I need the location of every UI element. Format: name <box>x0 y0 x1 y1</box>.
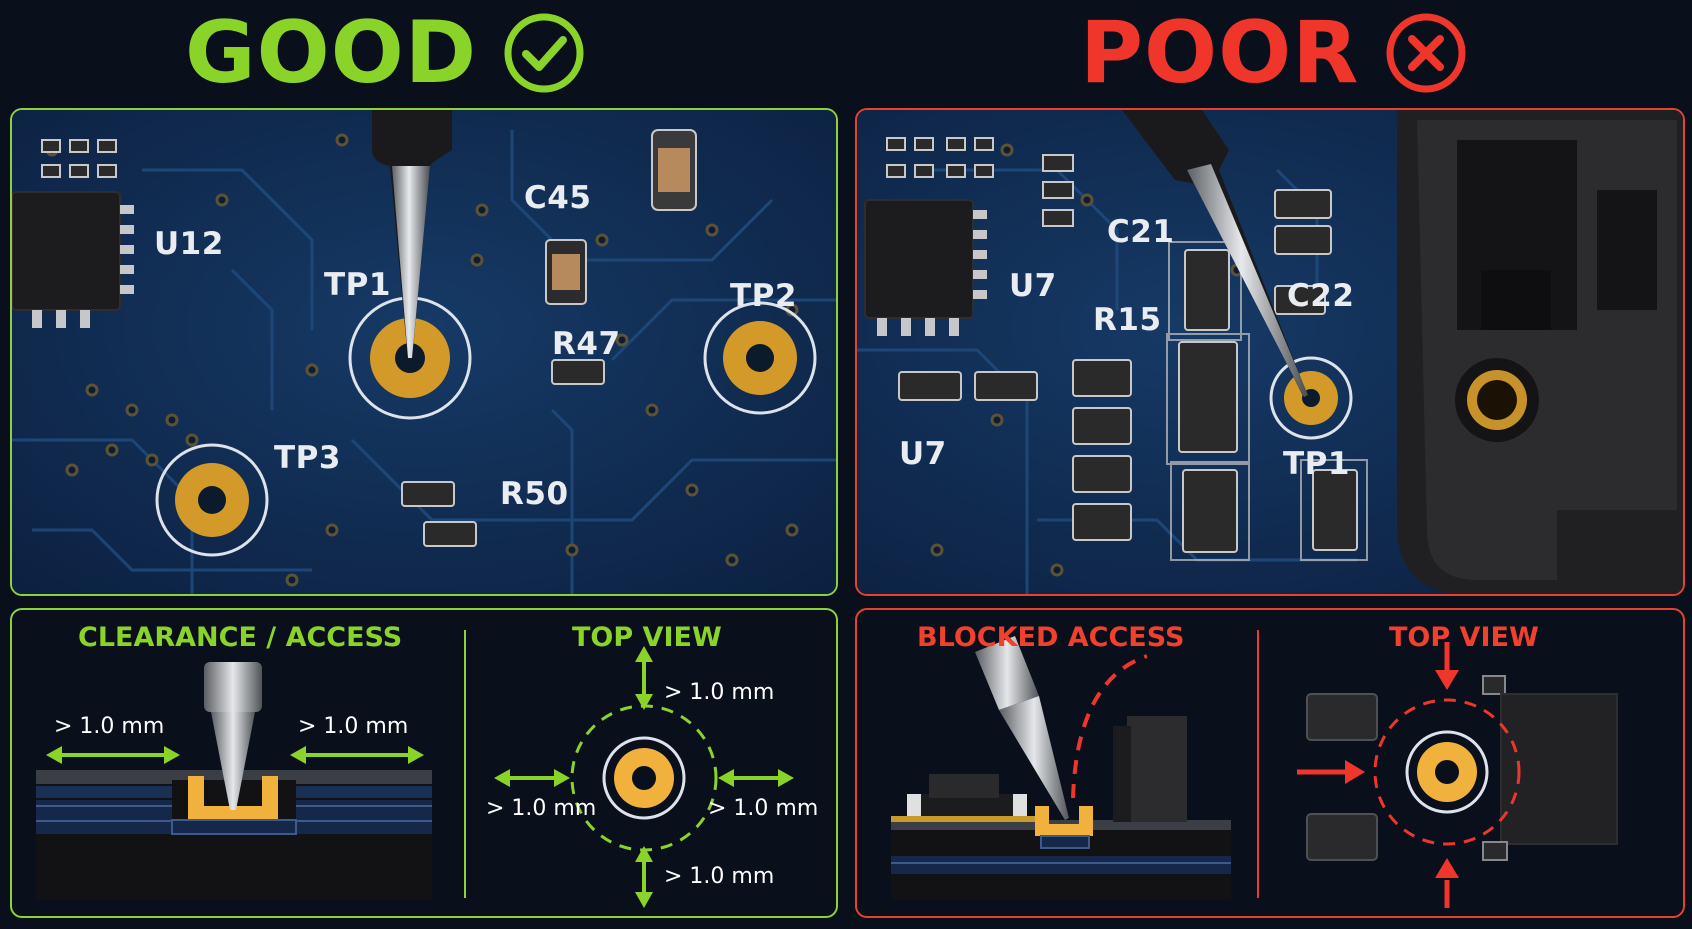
clearance-right-dim: > 1.0 mm <box>298 714 409 739</box>
good-board-drawing <box>12 110 836 594</box>
poor-diagram-drawing <box>891 636 1618 908</box>
good-diagram-divider <box>464 630 466 898</box>
top-view-bottom-dim: > 1.0 mm <box>664 864 775 889</box>
clearance-access-title: CLEARANCE / ACCESS <box>78 622 403 653</box>
label-r47: R47 <box>552 326 621 362</box>
label-c21: C21 <box>1107 214 1175 250</box>
label-c45: C45 <box>524 180 592 216</box>
top-view-top-dim: > 1.0 mm <box>664 680 775 705</box>
good-heading: GOOD <box>185 3 585 103</box>
label-u12: U12 <box>154 226 224 262</box>
poor-diagram-divider <box>1257 630 1259 898</box>
poor-board-panel: C21 U7 C22 R15 U7 TP1 <box>855 108 1685 596</box>
label-r50: R50 <box>500 476 569 512</box>
poor-board-drawing <box>857 110 1683 594</box>
check-circle-icon <box>504 13 584 93</box>
good-top-view-title: TOP VIEW <box>572 622 722 653</box>
blocked-access-title: BLOCKED ACCESS <box>917 622 1185 653</box>
label-c22: C22 <box>1287 278 1355 314</box>
label-tp3: TP3 <box>274 440 341 476</box>
good-diagram-drawing <box>36 646 794 908</box>
label-tp1-poor: TP1 <box>1283 446 1350 482</box>
poor-diagram-panel: BLOCKED ACCESS TOP VIEW <box>855 608 1685 918</box>
label-tp2: TP2 <box>730 278 797 314</box>
good-diagram-panel: CLEARANCE / ACCESS TOP VIEW > 1.0 mm > 1… <box>10 608 838 918</box>
top-view-right-dim: > 1.0 mm <box>708 796 819 821</box>
label-u7-top: U7 <box>1009 268 1057 304</box>
clearance-left-dim: > 1.0 mm <box>54 714 165 739</box>
top-view-left-dim: > 1.0 mm <box>486 796 597 821</box>
poor-heading-text: POOR <box>1080 3 1360 103</box>
good-board-panel: U12 TP1 C45 TP2 R47 TP3 R50 <box>10 108 838 596</box>
label-tp1-good: TP1 <box>324 267 391 303</box>
label-r15: R15 <box>1093 302 1162 338</box>
poor-heading: POOR <box>1080 3 1467 103</box>
label-u7-bottom: U7 <box>899 436 947 472</box>
x-circle-icon <box>1386 13 1466 93</box>
good-heading-text: GOOD <box>185 3 478 103</box>
poor-top-view-title: TOP VIEW <box>1389 622 1539 653</box>
